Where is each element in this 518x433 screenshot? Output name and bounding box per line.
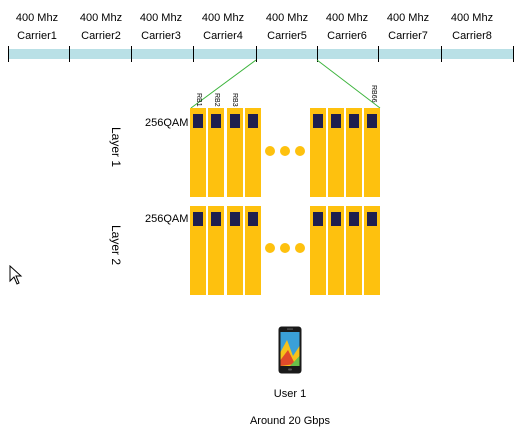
carrier-4-label: 400 Mhz Carrier4 xyxy=(192,11,254,43)
carrier-7-label: 400 Mhz Carrier7 xyxy=(377,11,439,43)
symbol-cell xyxy=(367,114,377,128)
ellipsis-dot xyxy=(280,146,290,156)
resource-block xyxy=(328,108,344,197)
layer-1-label: Layer 1 xyxy=(109,126,124,168)
rb-label-first: RB1 xyxy=(195,93,202,107)
carrier-6-bandwidth: 400 Mhz xyxy=(325,12,369,24)
symbol-cell xyxy=(331,114,341,128)
carrier-1-bandwidth: 400 Mhz xyxy=(15,12,59,24)
ellipsis-dot xyxy=(280,243,290,253)
layer-2-label: Layer 2 xyxy=(109,224,124,266)
resource-block xyxy=(227,206,243,295)
symbol-cell xyxy=(248,114,258,128)
resource-block xyxy=(364,108,380,197)
carrier-8-name: Carrier8 xyxy=(452,30,492,42)
carrier-5-label: 400 Mhz Carrier5 xyxy=(256,11,318,43)
rb-label-last: RB66 xyxy=(370,85,377,103)
resource-block xyxy=(346,206,362,295)
ellipsis-dot xyxy=(295,243,305,253)
carrier-6-label: 400 Mhz Carrier6 xyxy=(316,11,378,43)
symbol-cell xyxy=(193,212,203,226)
resource-block xyxy=(328,206,344,295)
symbol-cell xyxy=(367,212,377,226)
layer-2-modulation: 256QAM xyxy=(145,213,189,225)
resource-block xyxy=(245,108,261,197)
carrier-7-bandwidth: 400 Mhz xyxy=(386,12,430,24)
carrier-divider xyxy=(317,46,318,62)
carrier-3-bandwidth: 400 Mhz xyxy=(139,12,183,24)
resource-block xyxy=(310,108,326,197)
carrier-divider xyxy=(69,46,70,62)
ellipsis-dot xyxy=(265,243,275,253)
ellipsis-dot xyxy=(265,146,275,156)
rb-label-third: RB3 xyxy=(231,93,238,107)
mouse-cursor-icon xyxy=(9,265,23,285)
carrier-8-label: 400 Mhz Carrier8 xyxy=(441,11,503,43)
resource-block xyxy=(346,108,362,197)
layer-1-modulation: 256QAM xyxy=(145,117,189,129)
zoom-line-right xyxy=(316,59,381,109)
resource-block xyxy=(208,108,224,197)
carrier-divider xyxy=(256,46,257,62)
rb-label-second: RB2 xyxy=(213,93,220,107)
carrier-divider xyxy=(378,46,379,62)
carrier-2-label: 400 Mhz Carrier2 xyxy=(70,11,132,43)
symbol-cell xyxy=(211,114,221,128)
carrier-3-label: 400 Mhz Carrier3 xyxy=(130,11,192,43)
carrier-2-name: Carrier2 xyxy=(81,30,121,42)
user-label: User 1 xyxy=(273,388,307,400)
smartphone-icon xyxy=(278,326,302,374)
carrier-8-bandwidth: 400 Mhz xyxy=(450,12,494,24)
symbol-cell xyxy=(230,212,240,226)
resource-block xyxy=(364,206,380,295)
resource-block xyxy=(190,108,206,197)
symbol-cell xyxy=(331,212,341,226)
carrier-1-label: 400 Mhz Carrier1 xyxy=(6,11,68,43)
carrier-divider xyxy=(513,46,514,62)
carrier-2-bandwidth: 400 Mhz xyxy=(79,12,123,24)
carrier-divider xyxy=(193,46,194,62)
carrier-5-bandwidth: 400 Mhz xyxy=(265,12,309,24)
carrier-divider xyxy=(8,46,9,62)
carrier-7-name: Carrier7 xyxy=(388,30,428,42)
symbol-cell xyxy=(349,212,359,226)
carrier-4-name: Carrier4 xyxy=(203,30,243,42)
throughput-label: Around 20 Gbps xyxy=(249,415,331,427)
carrier-1-name: Carrier1 xyxy=(17,30,57,42)
carrier-divider xyxy=(441,46,442,62)
carrier-6-name: Carrier6 xyxy=(327,30,367,42)
spectrum-band xyxy=(8,49,514,59)
symbol-cell xyxy=(230,114,240,128)
resource-block xyxy=(190,206,206,295)
symbol-cell xyxy=(313,212,323,226)
carrier-4-bandwidth: 400 Mhz xyxy=(201,12,245,24)
symbol-cell xyxy=(248,212,258,226)
zoom-line-left xyxy=(190,59,257,109)
resource-block xyxy=(227,108,243,197)
resource-block xyxy=(208,206,224,295)
carrier-5-name: Carrier5 xyxy=(267,30,307,42)
symbol-cell xyxy=(211,212,221,226)
ellipsis-dot xyxy=(295,146,305,156)
symbol-cell xyxy=(313,114,323,128)
resource-block xyxy=(310,206,326,295)
symbol-cell xyxy=(349,114,359,128)
symbol-cell xyxy=(193,114,203,128)
carrier-divider xyxy=(131,46,132,62)
resource-block xyxy=(245,206,261,295)
carrier-3-name: Carrier3 xyxy=(141,30,181,42)
